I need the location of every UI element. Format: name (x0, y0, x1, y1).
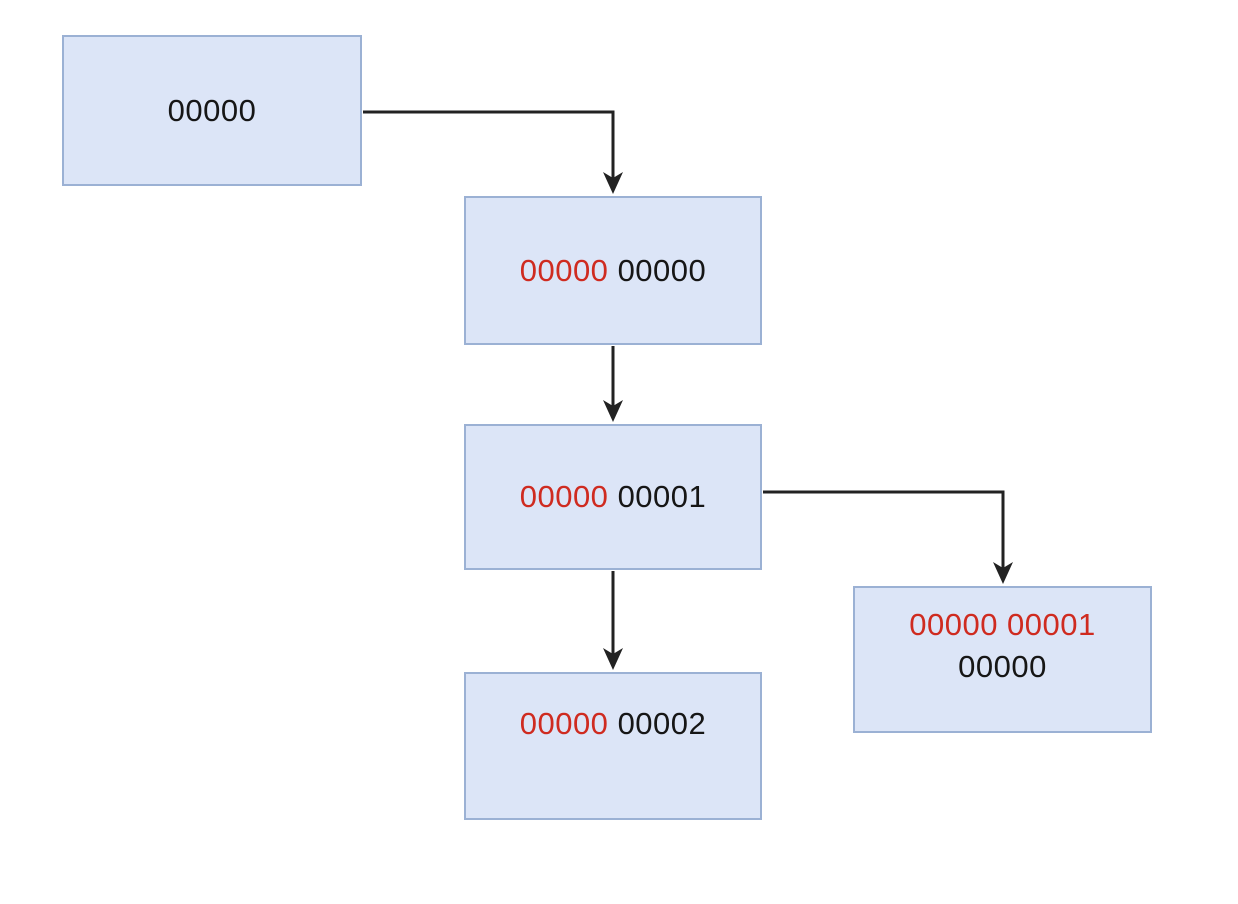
connector-root-to-child1 (363, 110, 623, 194)
node-label: 00000 00001 00000 (909, 604, 1096, 688)
node-branch[interactable]: 00000 00001 00000 (853, 586, 1152, 733)
label-segment-primary: 00000 (617, 252, 707, 288)
label-segment-primary: 00000 (958, 649, 1047, 685)
label-segment-primary: 00001 (617, 479, 707, 514)
arrowhead-icon (603, 648, 623, 670)
arrowhead-icon (993, 562, 1013, 584)
label-segment-accent: 00000 00001 (909, 607, 1096, 643)
node-label: 00000 00002 (520, 703, 707, 745)
node-label-line: 00000 00001 (520, 476, 707, 518)
label-segment-primary (608, 479, 617, 514)
node-label-line: 00000 (909, 646, 1096, 688)
node-child-1[interactable]: 00000 00000 (464, 196, 762, 345)
connector-child2-to-branch (763, 490, 1013, 584)
label-segment-primary: 00000 (167, 92, 257, 128)
node-root[interactable]: 00000 (62, 35, 362, 186)
node-label-line: 00000 (168, 90, 257, 132)
connector-child2-to-child3 (603, 571, 623, 670)
node-label: 00000 (168, 90, 257, 132)
node-child-3[interactable]: 00000 00002 (464, 672, 762, 820)
label-segment-accent: 00000 (519, 252, 609, 288)
label-segment-accent: 00000 (519, 705, 609, 741)
arrowhead-icon (603, 400, 623, 422)
label-segment-primary: 00002 (617, 705, 707, 741)
arrowhead-icon (603, 172, 623, 194)
node-label-line: 00000 00002 (520, 703, 707, 745)
node-child-2[interactable]: 00000 00001 (464, 424, 762, 570)
label-segment-primary (608, 706, 617, 741)
label-segment-accent: 00000 (519, 479, 609, 514)
node-label-line: 00000 00000 (520, 250, 707, 292)
label-segment-primary (608, 253, 617, 288)
node-label-line: 00000 00001 (909, 604, 1096, 646)
connector-child1-to-child2 (603, 346, 623, 422)
node-label: 00000 00000 (520, 250, 707, 292)
node-label: 00000 00001 (520, 476, 707, 518)
